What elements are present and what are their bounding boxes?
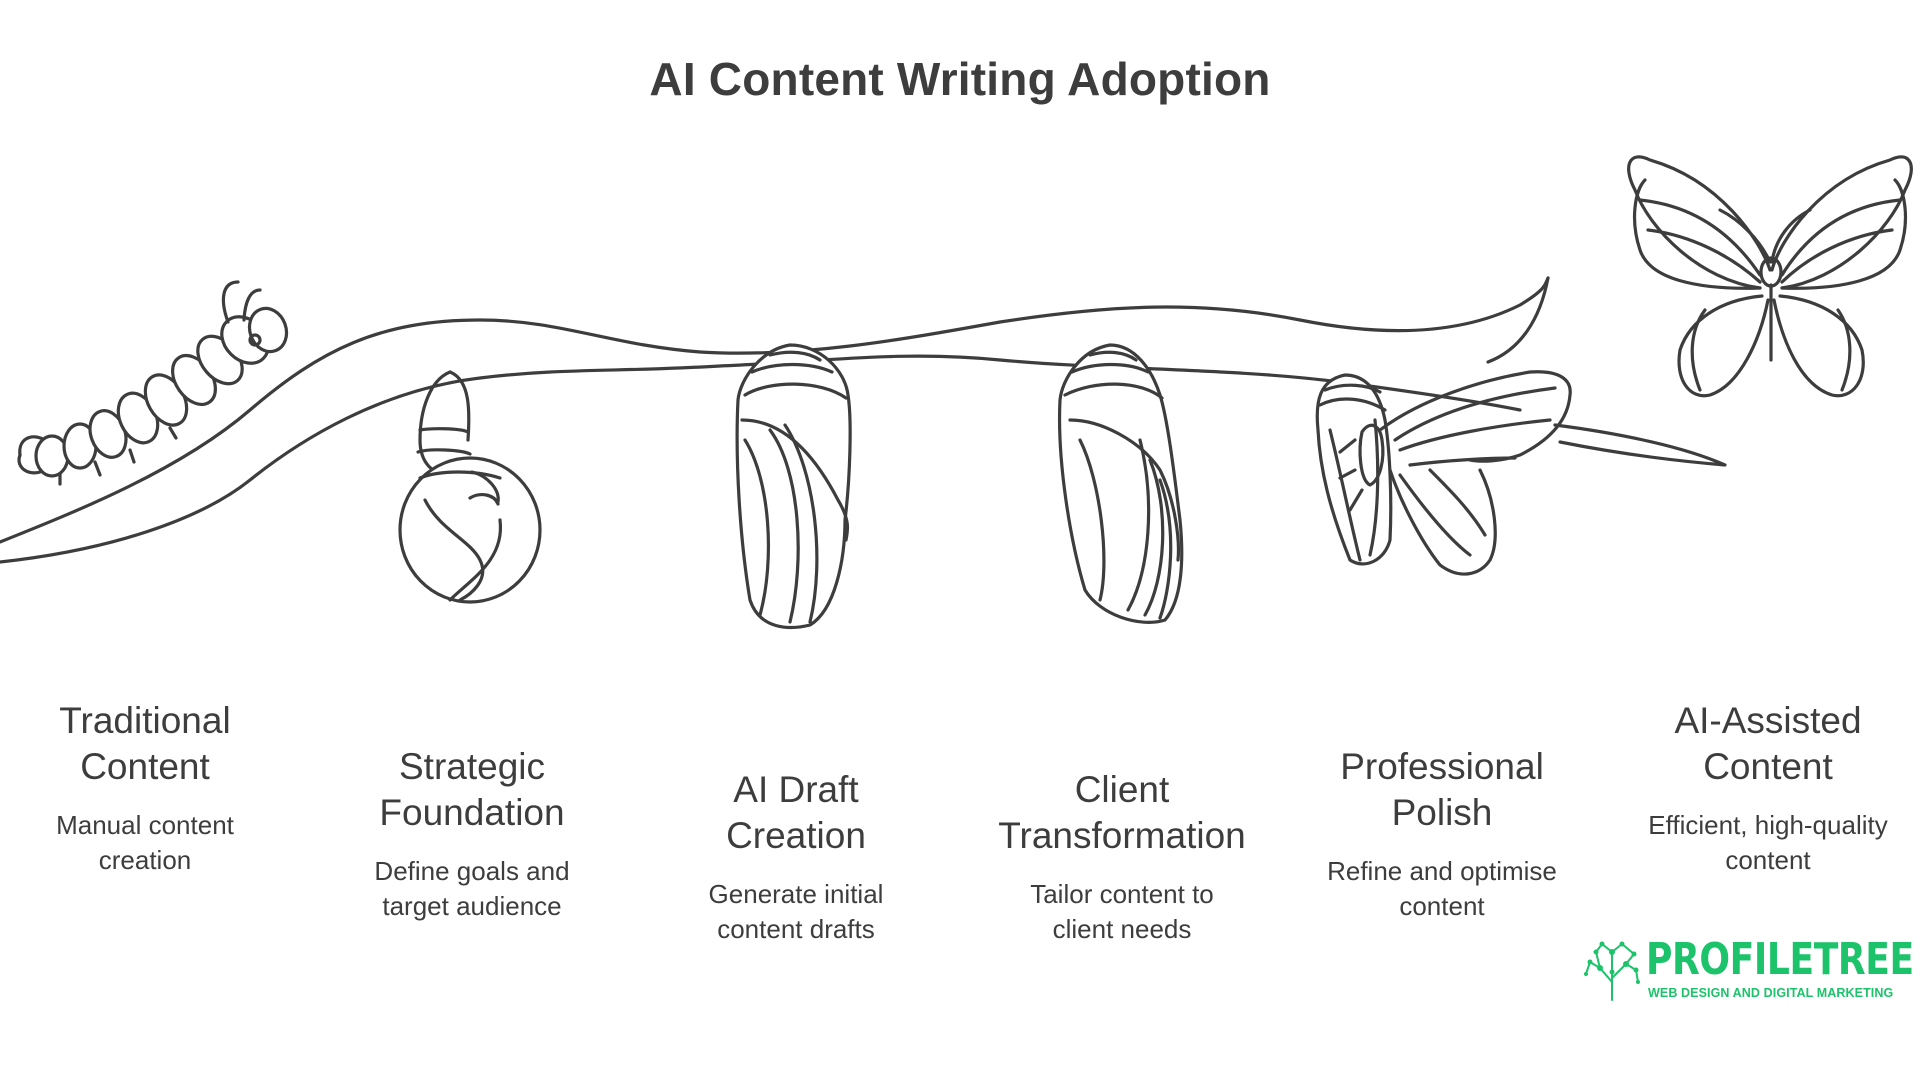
- stage-desc-line1: Refine and optimise: [1327, 856, 1557, 886]
- stage-desc-line1: Define goals and: [374, 856, 570, 886]
- stage-desc-line1: Efficient, high-quality: [1648, 810, 1888, 840]
- logo-wordmark: PROFILETREE: [1646, 934, 1914, 985]
- pupa-stage-2-icon: [735, 343, 852, 630]
- stage-title: Traditional Content: [0, 698, 295, 790]
- stage-description: Define goals and target audience: [322, 854, 622, 924]
- stage-title-line1: Professional: [1340, 746, 1544, 787]
- stage-ai-draft-creation: AI Draft Creation Generate initial conte…: [646, 767, 946, 947]
- stage-description: Manual content creation: [0, 808, 295, 878]
- pupa-stage-3-icon: [1057, 343, 1184, 624]
- pupa-stage-1-icon: [398, 370, 542, 604]
- stage-title-line2: Foundation: [379, 792, 565, 833]
- stage-desc-line2: creation: [98, 845, 192, 875]
- stage-title-line1: AI Draft: [733, 769, 859, 810]
- stage-description: Refine and optimise content: [1292, 854, 1592, 924]
- stage-title: Professional Polish: [1292, 744, 1592, 836]
- stage-title: AI Draft Creation: [646, 767, 946, 859]
- profiletree-logo: PROFILETREE WEB DESIGN AND DIGITAL MARKE…: [1582, 936, 1914, 1004]
- stage-desc-line2: content drafts: [717, 914, 875, 944]
- stage-desc-line2: content: [1725, 845, 1811, 875]
- emerging-butterfly-icon: [1315, 370, 1572, 576]
- butterfly-icon: [1627, 155, 1913, 398]
- stage-title-line1: Client: [1074, 769, 1170, 810]
- stage-title: Strategic Foundation: [322, 744, 622, 836]
- stage-desc-line1: Generate initial: [708, 879, 884, 909]
- stage-title-line2: Transformation: [998, 815, 1246, 856]
- stage-desc-line1: Manual content: [56, 810, 234, 840]
- stage-desc-line2: client needs: [1052, 914, 1192, 944]
- stage-title-line1: Traditional: [59, 700, 231, 741]
- stage-title-line2: Polish: [1391, 792, 1493, 833]
- stage-description: Tailor content to client needs: [972, 877, 1272, 947]
- stage-ai-assisted-content: AI-Assisted Content Efficient, high-qual…: [1618, 698, 1918, 878]
- stage-desc-line1: Tailor content to: [1030, 879, 1214, 909]
- stage-description: Efficient, high-quality content: [1618, 808, 1918, 878]
- stage-description: Generate initial content drafts: [646, 877, 946, 947]
- stage-title-line1: AI-Assisted: [1674, 700, 1862, 741]
- stage-title: Client Transformation: [972, 767, 1272, 859]
- metamorphosis-illustration: [0, 155, 1913, 630]
- stage-traditional-content: Traditional Content Manual content creat…: [0, 698, 295, 878]
- stage-professional-polish: Professional Polish Refine and optimise …: [1292, 744, 1592, 924]
- caterpillar-icon: [17, 280, 289, 486]
- stage-title-line2: Content: [1703, 746, 1833, 787]
- tree-network-icon: [1584, 941, 1640, 1001]
- stage-strategic-foundation: Strategic Foundation Define goals and ta…: [322, 744, 622, 924]
- stage-title: AI-Assisted Content: [1618, 698, 1918, 790]
- logo-tagline: WEB DESIGN AND DIGITAL MARKETING: [1648, 986, 1894, 1000]
- stage-desc-line2: content: [1399, 891, 1485, 921]
- stage-title-line1: Strategic: [398, 746, 545, 787]
- diagram-title: AI Content Writing Adoption: [649, 53, 1271, 105]
- stage-client-transformation: Client Transformation Tailor content to …: [972, 767, 1272, 947]
- stage-desc-line2: target audience: [382, 891, 562, 921]
- stage-title-line2: Content: [80, 746, 210, 787]
- stage-title-line2: Creation: [726, 815, 866, 856]
